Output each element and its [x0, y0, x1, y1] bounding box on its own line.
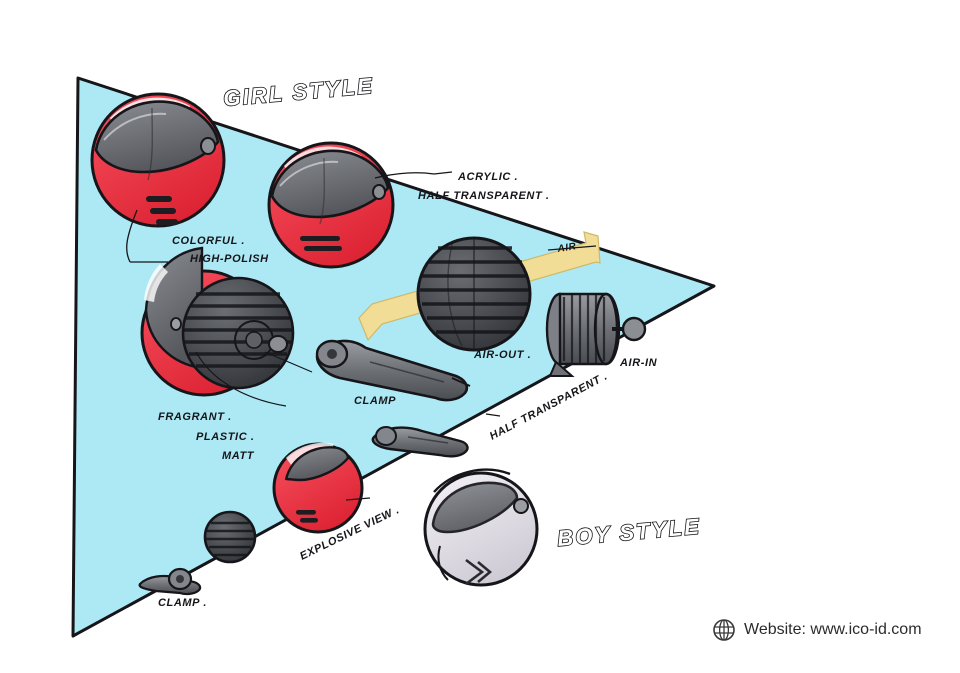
air-out-sphere-small: [203, 510, 257, 564]
helmet-girl-upper-middle: [267, 141, 435, 269]
label-clamp-middle: CLAMP: [354, 395, 396, 407]
footer-website: Website: www.ico-id.com: [712, 618, 922, 642]
label-plastic: PLASTIC .: [196, 431, 255, 443]
title-girl-style: GIRL STYLE: [222, 73, 375, 111]
helmet-girl-middle-left: [140, 246, 313, 407]
helmet-boy-style: [423, 468, 539, 587]
label-air-out: AIR-OUT .: [473, 349, 531, 361]
clamp-middle: [315, 339, 471, 402]
label-acrylic: ACRYLIC .: [457, 171, 518, 183]
leader-lines: [433, 171, 597, 417]
label-clamp-bottom: CLAMP .: [158, 597, 207, 609]
clamp-bottom-left: [138, 567, 202, 596]
label-colorful: COLORFUL .: [172, 235, 245, 247]
label-matt: MATT: [222, 450, 255, 462]
air-out-sphere: [416, 236, 532, 352]
label-air-in: AIR-IN: [619, 357, 658, 369]
label-high-polish: HIGH-POLISH: [190, 253, 269, 265]
air-in-vent: [545, 292, 647, 377]
title-boy-style: BOY STYLE: [556, 514, 702, 551]
label-fragrant: FRAGRANT .: [158, 411, 232, 423]
globe-icon: [713, 619, 735, 641]
clamp-small-diagonal: [371, 426, 469, 458]
footer-website-label: Website: www.ico-id.com: [744, 621, 922, 638]
helmet-explosive-view: [272, 442, 371, 534]
label-air: AIR: [556, 241, 578, 255]
label-half-transparent: HALF TRANSPARENT .: [418, 190, 550, 202]
helmet-girl-top-left: [90, 92, 226, 263]
